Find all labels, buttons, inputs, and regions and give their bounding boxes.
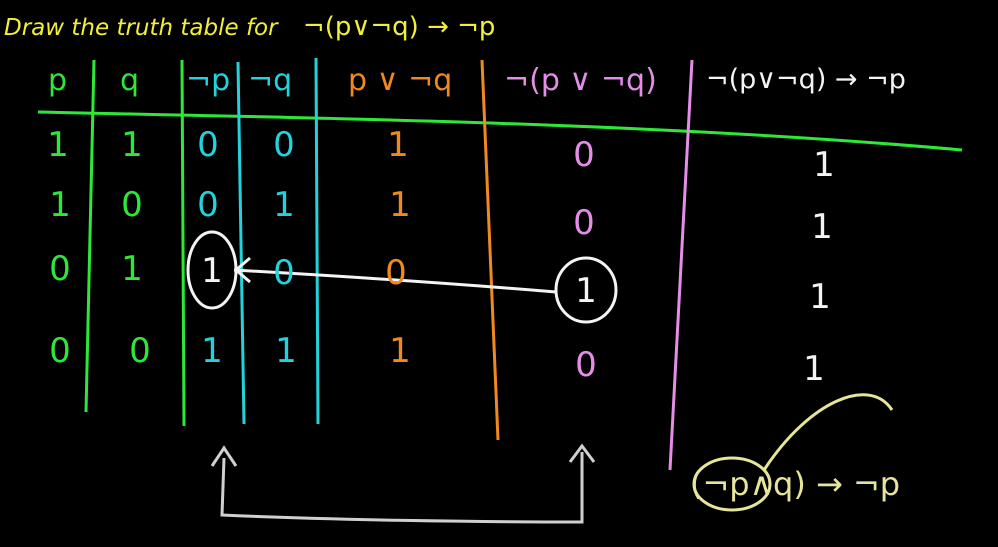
header-notp: ¬p — [186, 63, 231, 98]
cell-r2-disj: 1 — [389, 185, 411, 225]
title-formula: ¬(p∨¬q) → ¬p — [302, 12, 496, 42]
cell-r3-q: 1 — [121, 249, 143, 289]
cell-r1-impl: 1 — [813, 145, 835, 185]
separator-neg-impl — [668, 59, 694, 471]
cell-r4-q: 0 — [129, 331, 151, 371]
separator-notq-disj — [314, 57, 320, 425]
bracket-arrowhead-left — [210, 445, 238, 467]
circle-neg-row3 — [554, 256, 618, 324]
separator-disj-neg — [480, 59, 500, 441]
cell-r1-neg: 0 — [573, 135, 595, 175]
cell-r4-disj: 1 — [389, 331, 411, 371]
header-q: q — [120, 63, 140, 98]
cell-r3-neg: 1 — [575, 271, 597, 311]
cell-r3-notq: 0 — [273, 253, 295, 293]
cell-r1-p: 1 — [47, 125, 69, 165]
cell-r3-p: 0 — [49, 249, 71, 289]
header-not-p-or-notq: ¬(p ∨ ¬q) — [504, 63, 657, 98]
cell-r2-impl: 1 — [811, 207, 833, 247]
title-instruction: Draw the truth table for — [4, 15, 278, 41]
cell-r4-neg: 0 — [575, 345, 597, 385]
cell-r2-q: 0 — [121, 185, 143, 225]
cell-r1-q: 1 — [121, 125, 143, 165]
cell-r1-notp: 0 — [197, 125, 219, 165]
separator-notp-notq — [236, 61, 246, 425]
header-p: p — [48, 63, 68, 98]
header-p-or-notq: p ∨ ¬q — [348, 63, 453, 98]
cell-r2-notp: 0 — [197, 185, 219, 225]
header-notq: ¬q — [248, 63, 293, 98]
header-underline — [37, 110, 963, 152]
cell-r4-p: 0 — [49, 331, 71, 371]
cell-r1-disj: 1 — [387, 125, 409, 165]
cell-r4-impl: 1 — [803, 349, 825, 389]
row3-link-arrowhead — [235, 256, 251, 284]
cell-r2-notq: 1 — [273, 185, 295, 225]
cell-r4-notq: 1 — [275, 331, 297, 371]
note-connector — [762, 393, 894, 471]
bracket-arrowhead-right — [568, 443, 596, 463]
bottom-bracket — [220, 452, 584, 524]
cell-r4-notp: 1 — [201, 331, 223, 371]
cell-r3-notp: 1 — [201, 251, 223, 291]
cell-r3-impl: 1 — [809, 277, 831, 317]
row3-link-arrow — [233, 268, 557, 294]
separator-q-notp — [180, 59, 186, 427]
title: Draw the truth table for ¬(p∨¬q) → ¬p — [4, 14, 495, 40]
separator-p-q — [84, 59, 96, 413]
side-note-formula: (¬p∧q) → ¬p — [690, 465, 901, 503]
cell-r2-p: 1 — [49, 185, 71, 225]
cell-r1-notq: 0 — [273, 125, 295, 165]
cell-r2-neg: 0 — [573, 203, 595, 243]
header-implication: ¬(p∨¬q) → ¬p — [706, 64, 906, 95]
circle-notp-note — [692, 456, 772, 512]
cell-r3-disj: 0 — [385, 253, 407, 293]
